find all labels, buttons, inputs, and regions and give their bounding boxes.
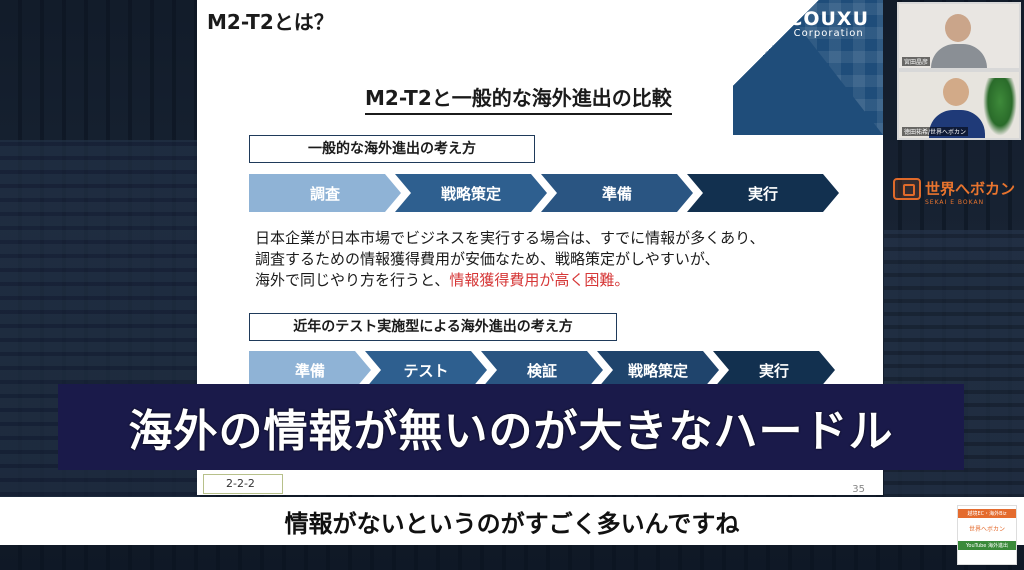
speaker-2-head xyxy=(943,78,969,106)
chat-bubble-icon xyxy=(893,178,921,200)
speaker-1-body xyxy=(931,44,987,68)
channel-subtitle: SEKAI E BOKAN xyxy=(925,199,985,206)
background-building-right xyxy=(884,230,1024,520)
channel-logo: 世界へボカン SEKAI E BOKAN xyxy=(893,178,1015,206)
webcam-speaker-1: 宮田晶彦 xyxy=(897,2,1021,70)
flow-general-step-3: 準備 xyxy=(541,174,693,212)
company-logo: COUXU Corporation xyxy=(788,8,869,39)
subtitle-bar: 情報がないというのがすごく多いんですね xyxy=(0,497,1024,545)
flow-general: 調査戦略策定準備実行 xyxy=(249,174,833,212)
channel-text: 世界へボカン SEKAI E BOKAN xyxy=(925,178,1015,206)
flow-test-step-3: 検証 xyxy=(481,351,603,389)
logo-sub-text: Corporation xyxy=(793,28,864,39)
description-text: 日本企業が日本市場でビジネスを実行する場合は、すでに情報が多くあり、 調査するた… xyxy=(255,228,855,291)
description-line-2: 調査するための情報獲得費用が安価なため、戦略策定がしやすいが、 xyxy=(255,250,720,268)
channel-name: 世界へボカン xyxy=(925,180,1016,198)
section-label-general: 一般的な海外進出の考え方 xyxy=(249,135,535,163)
flow-test: 準備テスト検証戦略策定実行 xyxy=(249,351,829,389)
flow-test-step-2: テスト xyxy=(365,351,487,389)
speaker-1-head xyxy=(945,14,971,42)
description-line-1: 日本企業が日本市場でビジネスを実行する場合は、すでに情報が多くあり、 xyxy=(255,229,765,247)
badge-top-text: 越境EC・海外Biz xyxy=(958,509,1016,518)
comparison-heading: M2-T2と一般的な海外進出の比較 xyxy=(365,82,672,115)
slide-title: M2-T2とは？ xyxy=(207,10,334,34)
page-reference: 2-2-2 xyxy=(203,474,283,494)
description-highlight: 情報獲得費用が高く困難。 xyxy=(449,271,630,289)
flow-general-step-2: 戦略策定 xyxy=(395,174,547,212)
flow-test-step-5: 実行 xyxy=(713,351,835,389)
logo-background xyxy=(733,0,883,135)
caption-banner-text: 海外の情報が無いのが大きなハードル xyxy=(128,406,894,457)
logo-main-text: COUXU xyxy=(788,8,869,30)
page-number: 35 xyxy=(852,484,865,495)
flow-test-step-1: 準備 xyxy=(249,351,371,389)
speaker-1-label: 宮田晶彦 xyxy=(902,57,931,66)
plant-decoration xyxy=(983,78,1017,136)
caption-banner: 海外の情報が無いのが大きなハードル xyxy=(58,384,964,470)
section-label-test: 近年のテスト実施型による海外進出の考え方 xyxy=(249,313,617,341)
speaker-2-label: 徳田祐希/世界へボカン xyxy=(902,127,969,136)
flow-general-step-4: 実行 xyxy=(687,174,839,212)
description-line-3-text: 海外で同じやり方を行うと、 xyxy=(255,271,450,289)
badge-mid-text: 世界へボカン xyxy=(968,526,1005,533)
channel-badge: 越境EC・海外Biz 世界へボカン YouTube 海外進出 xyxy=(957,505,1017,565)
flow-general-step-1: 調査 xyxy=(249,174,401,212)
flow-test-step-4: 戦略策定 xyxy=(597,351,719,389)
description-line-3: 海外で同じやり方を行うと、情報獲得費用が高く困難。 xyxy=(255,270,855,291)
subtitle-text: 情報がないというのがすごく多いんですね xyxy=(284,509,740,538)
badge-bottom-text: YouTube 海外進出 xyxy=(958,541,1016,550)
webcam-speaker-2: 徳田祐希/世界へボカン xyxy=(897,70,1021,140)
